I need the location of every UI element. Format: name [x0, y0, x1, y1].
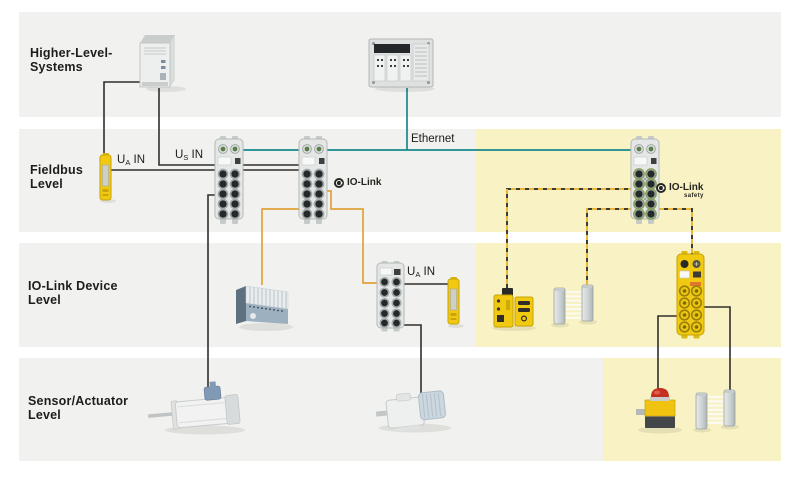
level-label-sensor-actuator: Sensor/Actuator Level: [28, 394, 128, 422]
label-io-link: IO-Link: [347, 177, 382, 188]
safety-io-module: [676, 251, 705, 339]
label-us-in: US IN: [175, 149, 204, 162]
io-link-hub: [376, 261, 405, 332]
level-4-line-2: Level: [28, 408, 61, 422]
wire-safetyio-to-light-curtain-2: [703, 306, 731, 391]
label-ethernet: Ethernet: [411, 133, 455, 145]
wire-iolink-to-hub: [326, 190, 379, 284]
valve-terminal: [236, 285, 293, 331]
level-1-line-1: Higher-Level-: [30, 46, 113, 60]
io-link-logo: [334, 178, 344, 188]
wire-psu-to-breaker: [103, 81, 140, 153]
label-ua-in: UA IN: [117, 154, 146, 167]
wire-safety-to-safety-io: [659, 208, 693, 254]
wire-safety-to-light-curtain-1: [586, 208, 633, 287]
wire-hub-to-motor: [404, 324, 422, 399]
emergency-stop-button: [636, 388, 682, 434]
fieldbus-io-module-2: [298, 135, 328, 225]
circuit-protector-2: [447, 276, 464, 328]
io-link-safety-master-module: [630, 135, 660, 225]
circuit-protector-1: [99, 152, 116, 203]
power-supply-unit: [139, 35, 186, 92]
wire-iolink-to-valve-terminal: [261, 208, 303, 285]
level-label-fieldbus: Fieldbus Level: [30, 163, 83, 191]
wire-safetyio-to-estop: [657, 315, 679, 390]
label-io-link-safety: IO-Link: [669, 182, 704, 193]
safety-switch: [492, 288, 536, 331]
level-3-line-2: Level: [28, 293, 61, 307]
wire-safety-to-switch: [506, 188, 633, 289]
wire-us-in: [158, 88, 316, 166]
electric-motor: [375, 390, 451, 433]
label-io-link-safety-sub: safety: [684, 193, 704, 199]
plc-controller: [368, 38, 435, 92]
level-1-line-2: Systems: [30, 60, 83, 74]
fieldbus-io-module-1: [214, 135, 244, 225]
safety-light-curtain-1: [550, 284, 598, 329]
level-3-line-1: IO-Link Device: [28, 279, 118, 293]
level-label-higher-level-systems: Higher-Level- Systems: [30, 46, 112, 74]
safety-highlight-sensor: [603, 358, 781, 461]
io-link-safety-logo: [656, 183, 666, 193]
level-2-line-2: Level: [30, 177, 63, 191]
level-4-line-1: Sensor/Actuator: [28, 394, 129, 408]
safety-highlight-fieldbus: [476, 129, 781, 232]
wire-module1-to-cylinder: [207, 194, 219, 395]
safety-light-curtain-2: [692, 389, 740, 434]
level-2-line-1: Fieldbus: [30, 163, 83, 177]
level-label-io-link-device: IO-Link Device Level: [28, 279, 118, 307]
label-ua-in-2: UA IN: [407, 266, 436, 279]
pneumatic-cylinder: [148, 381, 245, 435]
